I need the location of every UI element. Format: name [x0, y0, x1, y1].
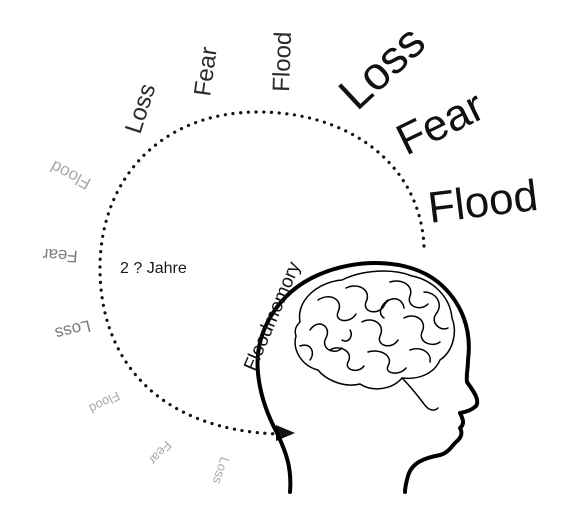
cycle-duration-label: 2 ? Jahre [120, 260, 187, 277]
bottom-word-fear: Fear [145, 438, 175, 468]
big-word-fear: Fear [389, 81, 492, 165]
bottom-word-loss: Loss [210, 455, 233, 486]
top-word-fear: Fear [189, 45, 223, 98]
top-word-loss: Loss [120, 80, 161, 137]
brain-icon [295, 271, 454, 410]
top-word-flood: Flood [268, 31, 297, 92]
left-word-loss: Loss [53, 316, 92, 343]
bottom-word-flood: Flood [87, 388, 123, 416]
left-word-flood: Flood [47, 157, 93, 194]
left-word-fear: Fear [42, 245, 79, 266]
big-word-flood: Flood [425, 171, 540, 233]
floodmemory-label: Floodmemory [240, 258, 305, 374]
big-word-loss: Loss [328, 15, 435, 119]
